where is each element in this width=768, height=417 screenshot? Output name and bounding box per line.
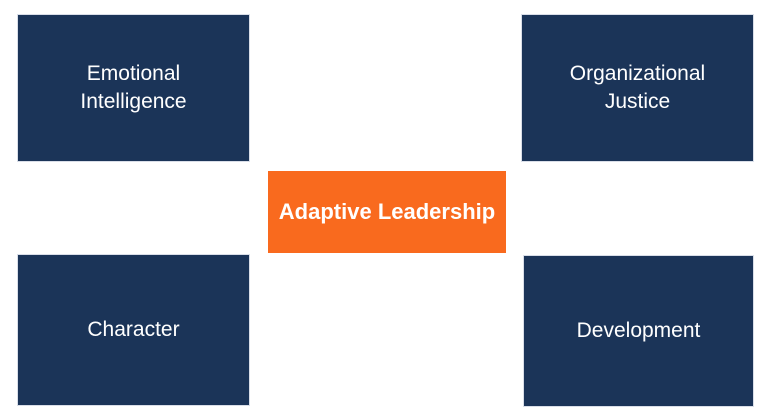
box-development-label: Development [576, 318, 701, 342]
center-box-label: Adaptive Leadership [278, 198, 496, 224]
box-emotional-intelligence: Emotional Intelligence [17, 14, 250, 162]
box-character-label: Character [87, 317, 180, 341]
box-emotional-intelligence-label: Emotional Intelligence [80, 61, 187, 113]
box-character: Character [17, 254, 250, 406]
box-organizational-justice: Organizational Justice [521, 14, 754, 162]
center-box-adaptive-leadership: Adaptive Leadership [268, 171, 506, 253]
box-development: Development [523, 255, 754, 407]
box-organizational-justice-label: Organizational Justice [569, 61, 706, 113]
